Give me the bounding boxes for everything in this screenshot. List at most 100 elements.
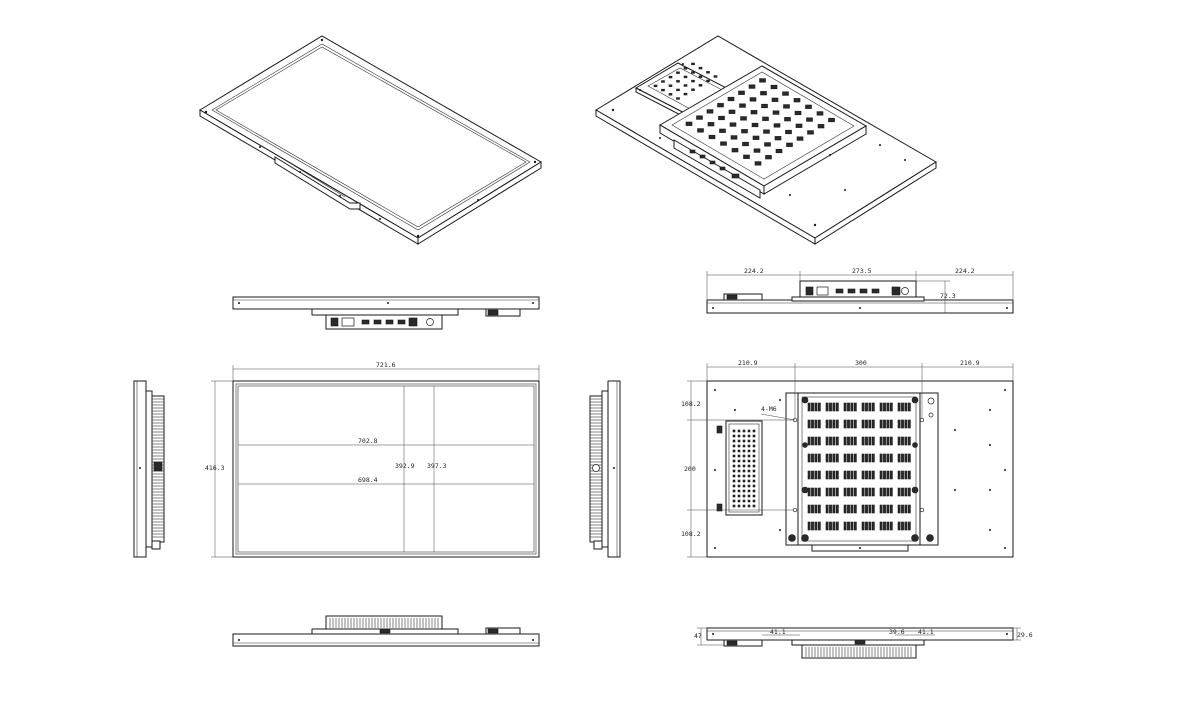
vent-slot [853, 504, 857, 514]
vent-slot [853, 470, 857, 480]
vent-slot [850, 436, 854, 446]
vent-hole [742, 504, 746, 508]
vent-slot [835, 436, 839, 446]
vent-hole [747, 489, 751, 493]
vent-hole [737, 499, 741, 503]
vent-hole [737, 479, 741, 483]
vent-slot [829, 504, 832, 514]
vent-hole [737, 504, 741, 508]
vent-slot [879, 402, 883, 412]
vent-slot [847, 504, 850, 514]
vent-block [805, 104, 812, 109]
vent-block [796, 136, 804, 141]
vent-slot [883, 419, 886, 429]
vent-block [698, 75, 703, 78]
dim-front-overall-width: 721.6 [376, 361, 396, 369]
dim-front-opening-width: 698.4 [358, 476, 378, 484]
vent-block [728, 109, 736, 114]
vent-slot [886, 402, 890, 412]
dim-bottom-mid: 39.6 [889, 628, 905, 636]
vent-block [762, 116, 769, 121]
vent-slot [832, 487, 836, 497]
vent-block [668, 84, 673, 87]
vent-slot [814, 521, 818, 531]
vent-slot [817, 487, 821, 497]
vent-slot [807, 453, 811, 463]
vent-slot [814, 419, 818, 429]
vent-slot [811, 453, 814, 463]
vent-block [698, 84, 703, 87]
vent-slot [865, 470, 868, 480]
dim-front-active-height: 392.9 [395, 462, 415, 470]
vent-block [706, 109, 714, 114]
vent-slot [829, 402, 832, 412]
vent-slot [897, 470, 901, 480]
vent-slot [886, 419, 890, 429]
vent-hole [742, 429, 746, 433]
vent-slot [825, 436, 829, 446]
dim-top-depth: 72.3 [940, 292, 956, 300]
vent-hole [747, 499, 751, 503]
vent-slot [853, 436, 857, 446]
vent-slot [829, 521, 832, 531]
dim-rear-left-margin: 210.9 [738, 359, 758, 367]
vent-slot [861, 504, 865, 514]
vent-slot [811, 521, 814, 531]
vent-block [683, 84, 688, 87]
vent-slot [850, 470, 854, 480]
vent-slot [847, 487, 850, 497]
vent-slot [843, 504, 847, 514]
vent-block [752, 135, 760, 140]
vent-block [748, 84, 756, 89]
vent-hole [737, 449, 741, 453]
vent-hole [732, 449, 736, 453]
vent-block [739, 103, 746, 108]
vent-hole [752, 499, 756, 503]
vent-slot [883, 453, 886, 463]
vent-hole [732, 484, 736, 488]
vent-block [661, 88, 665, 92]
vent-hole [737, 439, 741, 443]
vent-block [817, 124, 825, 129]
vent-slot [814, 436, 818, 446]
vent-slot [843, 470, 847, 480]
vent-slot [871, 402, 875, 412]
vent-block [828, 117, 835, 123]
vent-slot [904, 487, 908, 497]
vent-slot [807, 487, 811, 497]
vent-slot [897, 419, 901, 429]
vent-slot [835, 402, 839, 412]
vent-slot [814, 453, 818, 463]
vent-hole [752, 459, 756, 463]
vent-slot [901, 453, 904, 463]
vent-hole [752, 444, 756, 448]
vent-slot [853, 419, 857, 429]
vent-slot [879, 419, 883, 429]
vent-slot [861, 436, 865, 446]
vent-block [683, 75, 688, 79]
bottom-view [232, 615, 540, 647]
vent-hole [737, 459, 741, 463]
vent-hole [752, 429, 756, 433]
vent-slot [883, 487, 886, 497]
vent-hole [732, 439, 736, 443]
vent-block [771, 97, 779, 102]
dim-front-active-width: 702.8 [358, 437, 378, 445]
vent-block [741, 129, 748, 134]
vent-block [786, 142, 793, 147]
vent-slot [843, 521, 847, 531]
vent-slot [832, 402, 836, 412]
vent-hole [747, 459, 751, 463]
vent-slot [850, 419, 854, 429]
vent-block [784, 117, 791, 122]
vent-slot [868, 487, 872, 497]
vent-slot [904, 504, 908, 514]
vent-hole [747, 474, 751, 478]
vent-block [770, 84, 778, 90]
vent-slot [868, 453, 872, 463]
vent-slot [811, 419, 814, 429]
vent-hole [742, 459, 746, 463]
vent-slot [889, 487, 893, 497]
vent-slot [868, 436, 872, 446]
